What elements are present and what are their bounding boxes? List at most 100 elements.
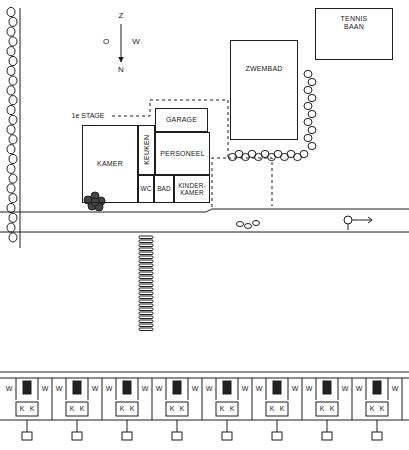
row-divider: [152, 378, 153, 420]
house-entrance: [123, 381, 131, 394]
driveway-brick: [139, 276, 153, 279]
room-letter: K: [219, 405, 226, 413]
facility-box: ZWEMBAD: [230, 40, 298, 140]
driveway-brick: [139, 256, 153, 259]
house-entrance: [273, 381, 281, 394]
tree: [7, 7, 15, 16]
row-divider: [102, 378, 103, 420]
path-line: [327, 420, 328, 432]
room-pair-box: [366, 402, 388, 416]
row-edge: [0, 420, 409, 421]
room-label: BAD: [157, 185, 171, 192]
driveway-brick: [139, 312, 153, 315]
tree: [9, 154, 17, 163]
room-letter: K: [29, 405, 36, 413]
room-box: GARAGE: [155, 108, 208, 132]
room-letter: K: [279, 405, 286, 413]
tree: [9, 96, 17, 105]
compass-letter: O: [102, 38, 110, 47]
hedge-shrub: [308, 142, 316, 149]
room-letter: W: [305, 385, 314, 393]
room-box: PERSONEEL: [155, 132, 210, 175]
hedge-shrub: [229, 153, 237, 160]
floor-note: 1e STAGE: [71, 112, 106, 120]
compass-letter: N: [117, 66, 125, 75]
driveway-brick: [139, 268, 153, 271]
room-label: GARAGE: [166, 116, 197, 124]
path-line: [127, 420, 128, 432]
room-box: WC: [138, 175, 154, 203]
tree: [9, 56, 17, 65]
road-edge: [0, 212, 206, 213]
tree: [7, 86, 15, 95]
row-edge: [0, 378, 409, 379]
road-edge: [0, 232, 409, 233]
room-label: TENNIS BAAN: [337, 15, 371, 30]
tree: [7, 223, 15, 232]
shed: [22, 432, 32, 440]
wall-line: [288, 378, 289, 400]
room-box: BAD: [154, 175, 174, 203]
hedge-shrub: [304, 86, 312, 93]
tree: [7, 203, 15, 212]
hedge-shrub: [308, 110, 316, 117]
room-letter: K: [379, 405, 386, 413]
room-letter: K: [19, 405, 26, 413]
driveway-brick: [139, 316, 153, 319]
driveway-brick: [139, 244, 153, 247]
driveway-brick: [139, 304, 153, 307]
driveway-brick: [139, 236, 153, 239]
house-entrance: [73, 381, 81, 394]
room-box: KAMER: [82, 125, 138, 203]
tree: [9, 17, 17, 26]
room-letter: K: [79, 405, 86, 413]
first-floor-outline: [112, 100, 272, 208]
wall-line: [366, 378, 367, 400]
driveway-brick: [139, 252, 153, 255]
driveway-brick: [139, 260, 153, 263]
room-letter: W: [191, 385, 200, 393]
wall-line: [188, 378, 189, 400]
tree: [9, 174, 17, 183]
room-letter: W: [255, 385, 264, 393]
row-divider: [402, 378, 403, 420]
room-pair-box: [166, 402, 188, 416]
compass-letter: Z: [118, 12, 125, 21]
shed: [122, 432, 132, 440]
room-letter: K: [329, 405, 336, 413]
wall-line: [116, 378, 117, 400]
road-edge: [212, 209, 409, 210]
wall-line: [38, 378, 39, 400]
room-letter: W: [355, 385, 364, 393]
wall-line: [16, 378, 17, 400]
wall-line: [216, 378, 217, 400]
house-entrance: [323, 381, 331, 394]
tree: [9, 37, 17, 46]
hedge-shrub: [304, 102, 312, 109]
room-pair-box: [266, 402, 288, 416]
driveway-brick: [139, 308, 153, 311]
row-divider: [352, 378, 353, 420]
house-entrance: [23, 381, 31, 394]
tree: [9, 233, 17, 242]
room-letter: W: [391, 385, 400, 393]
path-line: [227, 420, 228, 432]
tree: [7, 66, 15, 75]
sign: [344, 216, 352, 224]
driveway-brick: [139, 240, 153, 243]
room-letter: W: [41, 385, 50, 393]
hedge-shrub: [308, 126, 316, 133]
row-divider: [302, 378, 303, 420]
tree: [7, 47, 15, 56]
hedge-shrub: [304, 70, 312, 77]
house-entrance: [173, 381, 181, 394]
driveway-brick: [139, 300, 153, 303]
driveway-brick: [139, 320, 153, 323]
room-letter: W: [241, 385, 250, 393]
tree: [7, 27, 15, 36]
room-pair-box: [16, 402, 38, 416]
tree: [9, 213, 17, 222]
facility-box: TENNIS BAAN: [315, 8, 393, 60]
